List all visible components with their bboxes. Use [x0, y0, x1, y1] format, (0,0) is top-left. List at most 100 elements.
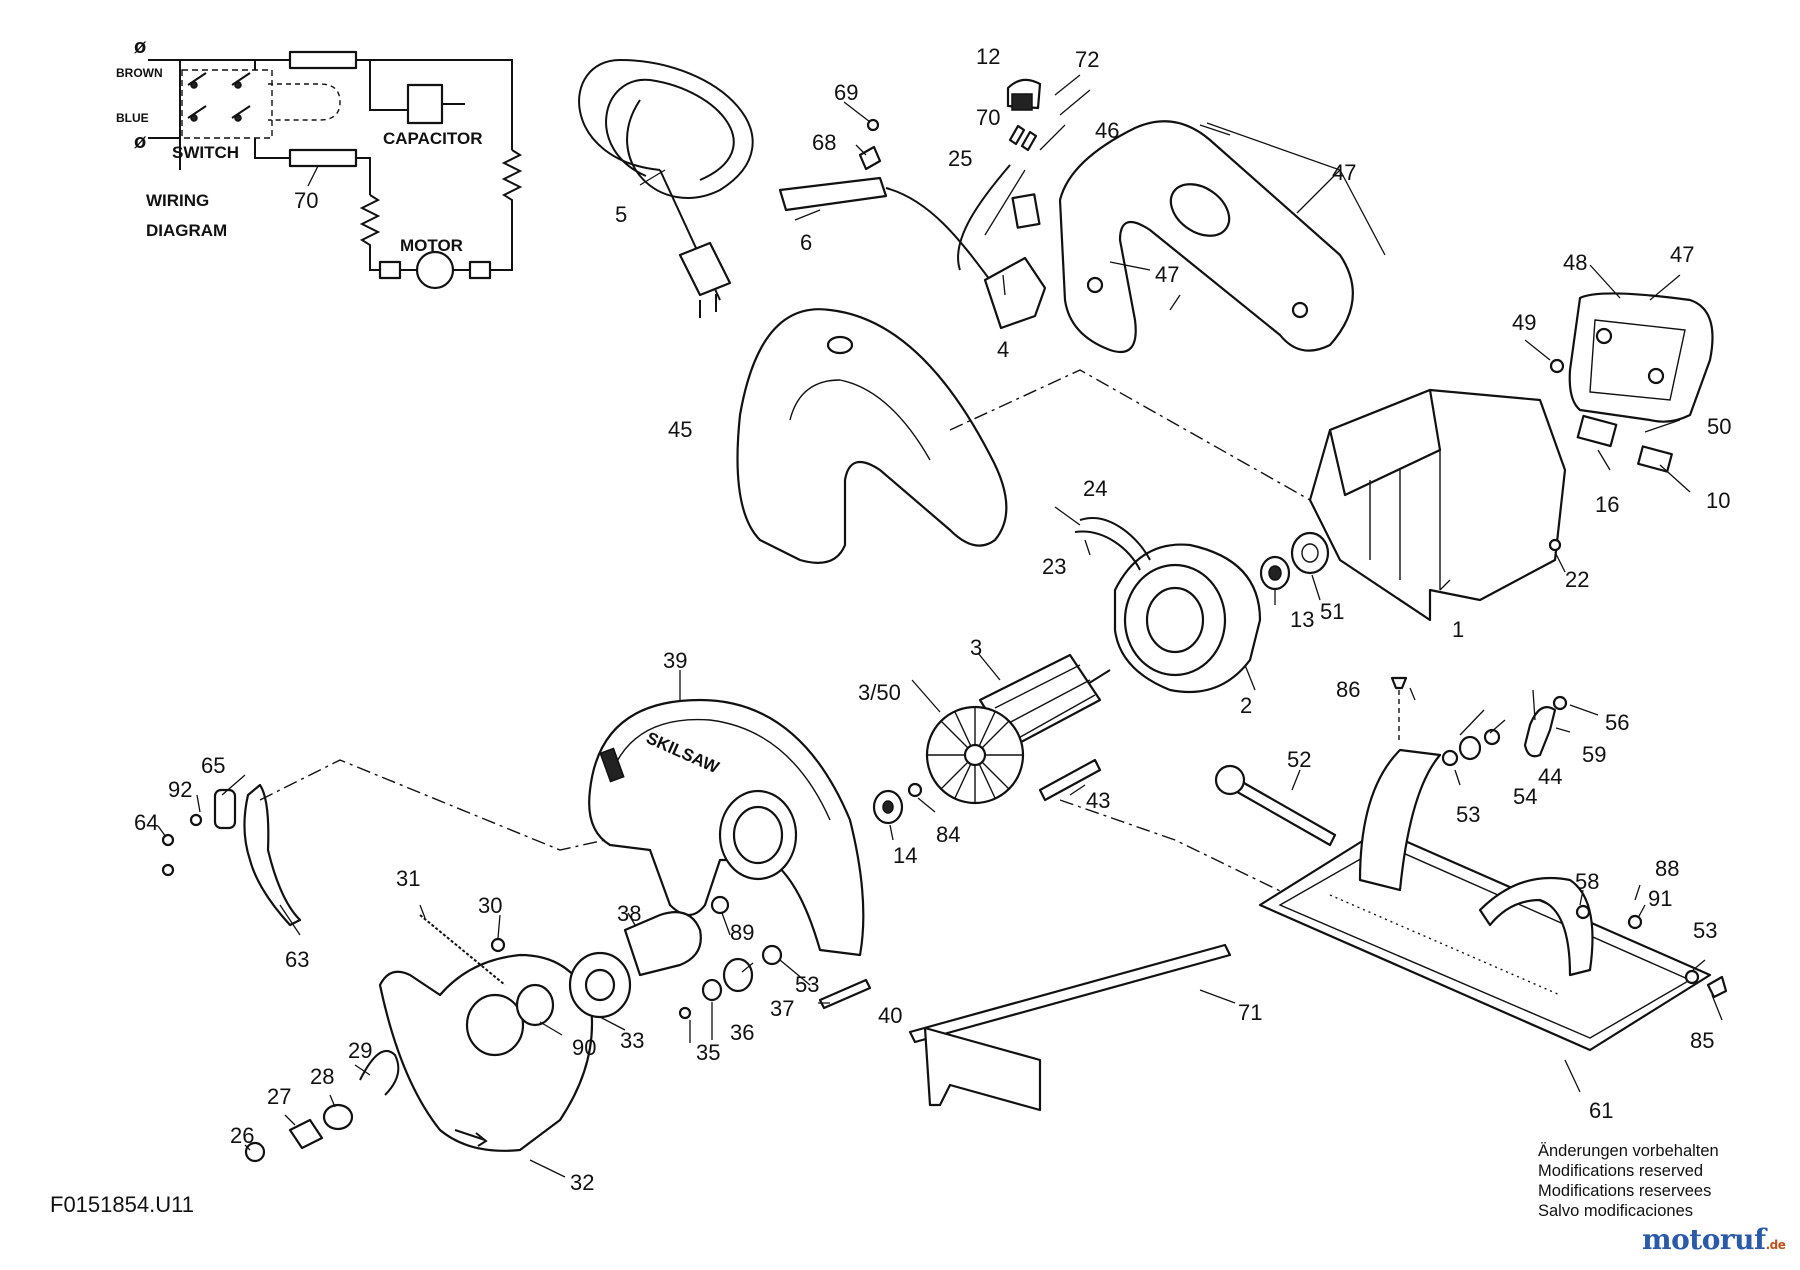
- callout-32: 32: [570, 1170, 594, 1195]
- power-plug: [678, 241, 732, 297]
- screw-64b: [161, 863, 175, 877]
- guard-vent: [599, 747, 625, 783]
- screw-30: [490, 937, 506, 953]
- motor-brush-right: [468, 260, 492, 280]
- assembly-line: [259, 759, 606, 851]
- callout-14: 14: [893, 843, 917, 868]
- spring-31: [419, 914, 506, 986]
- washer-53-base: [1684, 969, 1700, 985]
- handle-grip-opening: [1169, 183, 1231, 237]
- base-plate-61: [1214, 676, 1728, 1052]
- retaining-ring-29: [359, 1049, 400, 1096]
- callout-23: 23: [1042, 554, 1066, 579]
- wiring-diagram: ø BROWN BLUE ø SWITCH CAPACITOR MOTOR WI…: [116, 36, 523, 290]
- bolt-26: [244, 1141, 266, 1163]
- callout-43: 43: [1086, 788, 1110, 813]
- callout-24: 24: [1083, 476, 1107, 501]
- callout-71: 71: [1238, 1000, 1262, 1025]
- callout-53b: 53: [795, 972, 819, 997]
- bearing-14-bore: [882, 800, 894, 814]
- assembly-line: [949, 369, 1311, 501]
- power-cord: [578, 58, 991, 318]
- callout-64: 64: [134, 810, 158, 835]
- plate-65: [213, 788, 237, 830]
- cord-to-switch: [885, 187, 991, 281]
- washer-84: [907, 782, 923, 798]
- field-coil-right: [490, 149, 523, 271]
- pin-36: [701, 978, 723, 1002]
- brush-12: [1011, 93, 1033, 111]
- housing-ribs: [1344, 448, 1441, 590]
- pin-40: [818, 978, 872, 1010]
- contact-dot: [234, 81, 242, 89]
- callout-6: 6: [800, 230, 812, 255]
- end-cap-48: [1549, 292, 1714, 423]
- callout-25: 25: [948, 146, 972, 171]
- motor-symbol: [415, 250, 455, 290]
- callout-44: 44: [1538, 764, 1562, 789]
- callout-4: 4: [997, 337, 1009, 362]
- wing-nut-85: [1706, 975, 1728, 999]
- callout-46: 46: [1095, 118, 1119, 143]
- bearing-13-bore: [1268, 565, 1282, 581]
- callout-65: 65: [201, 753, 225, 778]
- lever-59: [1523, 706, 1557, 758]
- watermark-tld: .de: [1765, 1238, 1786, 1252]
- callout-47b: 47: [1155, 262, 1179, 287]
- switch-housing: [181, 69, 273, 139]
- handle-45-grip: [789, 379, 931, 461]
- callout-54: 54: [1513, 784, 1537, 809]
- lower-guard-hub: [465, 993, 525, 1057]
- callout-47a: 47: [1332, 160, 1356, 185]
- lever-52-eye: [1214, 764, 1246, 796]
- callout-16: 16: [1595, 492, 1619, 517]
- callout-33: 33: [620, 1028, 644, 1053]
- bevel-bracket: [1358, 748, 1442, 892]
- callout-63: 63: [285, 947, 309, 972]
- note-de: Änderungen vorbehalten: [1538, 1142, 1719, 1160]
- callout-68: 68: [812, 130, 836, 155]
- handle-45-hole: [826, 335, 854, 355]
- leaders-housing: [1439, 264, 1691, 591]
- screw-22: [1548, 538, 1562, 552]
- callout-27: 27: [267, 1084, 291, 1109]
- watermark-main: motoruf: [1642, 1223, 1766, 1256]
- callout-3: 3: [970, 635, 982, 660]
- leaders-motor: [889, 506, 1321, 841]
- bearing-51-bore: [1301, 543, 1319, 563]
- callout-5: 5: [615, 202, 627, 227]
- leaders-guard: [157, 670, 830, 1043]
- switch-contacts: [187, 72, 251, 119]
- resistor-70: [1008, 124, 1038, 152]
- wiring-title-line2: DIAGRAM: [146, 221, 227, 240]
- note-es: Salvo modificaciones: [1538, 1202, 1693, 1220]
- callout-50: 50: [1707, 414, 1731, 439]
- callout-37: 37: [770, 996, 794, 1021]
- end-cap-inner: [1589, 319, 1686, 401]
- riving-knife: [161, 783, 302, 927]
- end-cap-outline: [1568, 292, 1714, 423]
- leaders-cord: [639, 74, 1081, 296]
- callout-58: 58: [1575, 869, 1599, 894]
- callout-51: 51: [1320, 599, 1344, 624]
- callout-92: 92: [168, 777, 192, 802]
- switch-label: SWITCH: [172, 143, 239, 162]
- wire-label-brown: BROWN: [116, 66, 163, 80]
- motor-housing-1: [1308, 388, 1567, 622]
- callout-52: 52: [1287, 747, 1311, 772]
- spindle-38: [623, 911, 702, 977]
- callout-47c: 47: [1670, 242, 1694, 267]
- callout-53c: 53: [1693, 918, 1717, 943]
- callout-59: 59: [1582, 742, 1606, 767]
- switch-wires: [180, 59, 290, 159]
- callout-84: 84: [936, 822, 960, 847]
- rip-fence-71: [908, 943, 1232, 1112]
- callout-13: 13: [1290, 607, 1314, 632]
- leaders-base: [1199, 687, 1723, 1093]
- callout-72: 72: [1075, 47, 1099, 72]
- contact-dot: [190, 114, 198, 122]
- callout-70: 70: [976, 105, 1000, 130]
- callout-40: 40: [878, 1003, 902, 1028]
- callout-85: 85: [1690, 1028, 1714, 1053]
- note-en: Modifications reserved: [1538, 1162, 1704, 1180]
